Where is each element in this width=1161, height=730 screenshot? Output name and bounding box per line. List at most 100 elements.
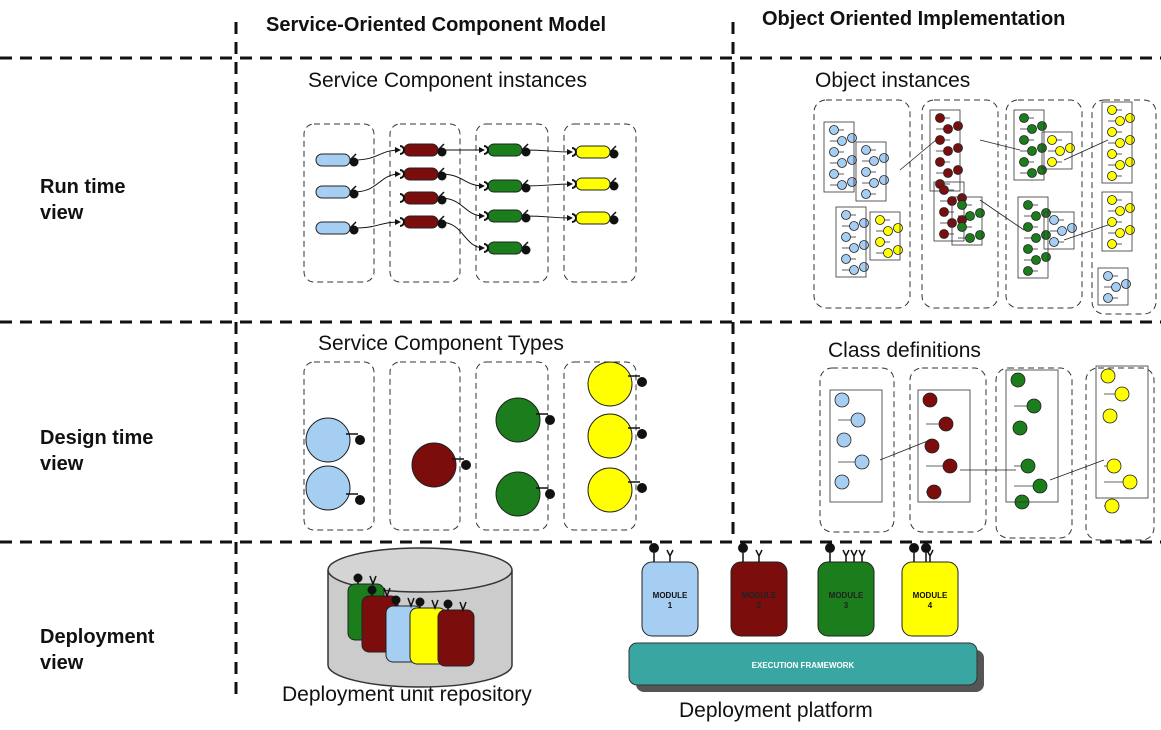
object-node-blue	[861, 145, 871, 155]
class-frame	[917, 389, 971, 503]
object-node-yellow	[875, 237, 885, 247]
row-label-deployment-line1: Deployment	[40, 626, 155, 648]
required-service-cup	[571, 147, 577, 157]
instance-pill-green	[487, 143, 523, 157]
object-node-green	[957, 200, 967, 210]
module-required-fork	[926, 549, 934, 562]
title-deployment-platform: Deployment platform	[679, 699, 873, 722]
object-node-red	[935, 135, 945, 145]
module-required-fork	[666, 549, 674, 562]
deployment-unit-repository	[327, 547, 513, 688]
object-frame	[1017, 196, 1049, 279]
object-node-green	[1023, 222, 1033, 232]
instance-box-green	[475, 123, 549, 283]
class-box-blue	[819, 367, 895, 533]
object-node-green	[975, 230, 985, 240]
binding-arrow	[353, 171, 401, 193]
object-node-green	[975, 208, 985, 218]
object-node-green	[1027, 124, 1037, 134]
object-node-yellow	[1107, 127, 1117, 137]
object-node-green	[1041, 252, 1051, 262]
class-frame	[829, 389, 883, 503]
class-node-red	[938, 416, 954, 432]
module-service-dot	[649, 543, 659, 553]
type-provided-dot	[355, 435, 365, 445]
class-frame	[1005, 369, 1059, 503]
unit-service-dot	[353, 573, 363, 583]
row-label-run-time: Run time view	[40, 176, 126, 224]
object-node-blue	[1067, 223, 1077, 233]
module-4-label: MODULE	[913, 591, 948, 600]
class-reference	[1049, 459, 1105, 481]
component-type-yellow	[587, 467, 633, 513]
object-node-green	[1023, 266, 1033, 276]
object-frame	[823, 121, 855, 193]
component-type-yellow	[587, 361, 633, 407]
right-column-header: Object Oriented Implementation	[762, 8, 1065, 30]
object-node-yellow	[1125, 225, 1135, 235]
class-node-blue	[834, 474, 850, 490]
object-nodes	[823, 101, 1135, 306]
required-service-cup	[399, 217, 405, 227]
object-node-blue	[859, 262, 869, 272]
module-service-dot	[825, 543, 835, 553]
object-node-blue	[829, 125, 839, 135]
object-node-yellow	[1125, 157, 1135, 167]
module-1-label: MODULE	[653, 591, 688, 600]
component-type-green	[495, 397, 541, 443]
object-node-green	[965, 211, 975, 221]
class-box-yellow	[1085, 367, 1155, 541]
service-stem	[349, 221, 357, 229]
object-node-blue	[849, 221, 859, 231]
class-node-yellow	[1114, 386, 1130, 402]
object-node-green	[1041, 230, 1051, 240]
title-object-instances: Object instances	[815, 69, 970, 92]
object-frame	[869, 211, 901, 261]
object-node-green	[1019, 113, 1029, 123]
class-node-blue	[834, 392, 850, 408]
instance-pill-red	[403, 167, 439, 181]
binding-arrow	[439, 173, 485, 189]
service-stem	[437, 215, 445, 223]
unit-service-dot	[415, 597, 425, 607]
object-node-yellow	[1125, 203, 1135, 213]
type-box-green	[475, 361, 549, 531]
type-provided-dot	[637, 377, 647, 387]
unit-service-dot	[367, 585, 377, 595]
unit-required-fork	[459, 601, 467, 613]
object-node-red	[935, 113, 945, 123]
object-node-yellow	[1107, 105, 1117, 115]
grid-lines	[0, 22, 1161, 700]
provided-service-dot	[609, 215, 619, 225]
service-stem	[349, 185, 357, 193]
required-service-cup	[399, 193, 405, 203]
object-node-yellow	[1107, 239, 1117, 249]
binding-arrow	[523, 148, 573, 155]
object-node-yellow	[1107, 171, 1117, 181]
object-box-yellow	[1091, 99, 1157, 315]
object-node-blue	[837, 180, 847, 190]
row-label-design-time: Design time view	[40, 427, 153, 475]
object-node-yellow	[1115, 160, 1125, 170]
provided-service-dot	[521, 245, 531, 255]
component-type-blue	[305, 417, 351, 463]
unit-required-fork	[431, 599, 439, 611]
object-node-blue	[861, 189, 871, 199]
repository-units	[347, 573, 475, 667]
service-stem	[521, 241, 529, 249]
object-node-red	[943, 146, 953, 156]
row-label-design-time-line2: view	[40, 453, 84, 475]
instance-pill-blue	[315, 153, 351, 167]
required-service-cup	[483, 211, 489, 221]
object-node-red	[953, 143, 963, 153]
module-2-number: 2	[757, 601, 762, 610]
object-frame	[855, 141, 887, 202]
object-node-blue	[847, 177, 857, 187]
module-required-fork	[755, 549, 763, 562]
object-node-yellow	[1047, 157, 1057, 167]
component-type-green	[495, 471, 541, 517]
component-type-blue	[305, 465, 351, 511]
row-label-run-time-line2: view	[40, 202, 84, 224]
